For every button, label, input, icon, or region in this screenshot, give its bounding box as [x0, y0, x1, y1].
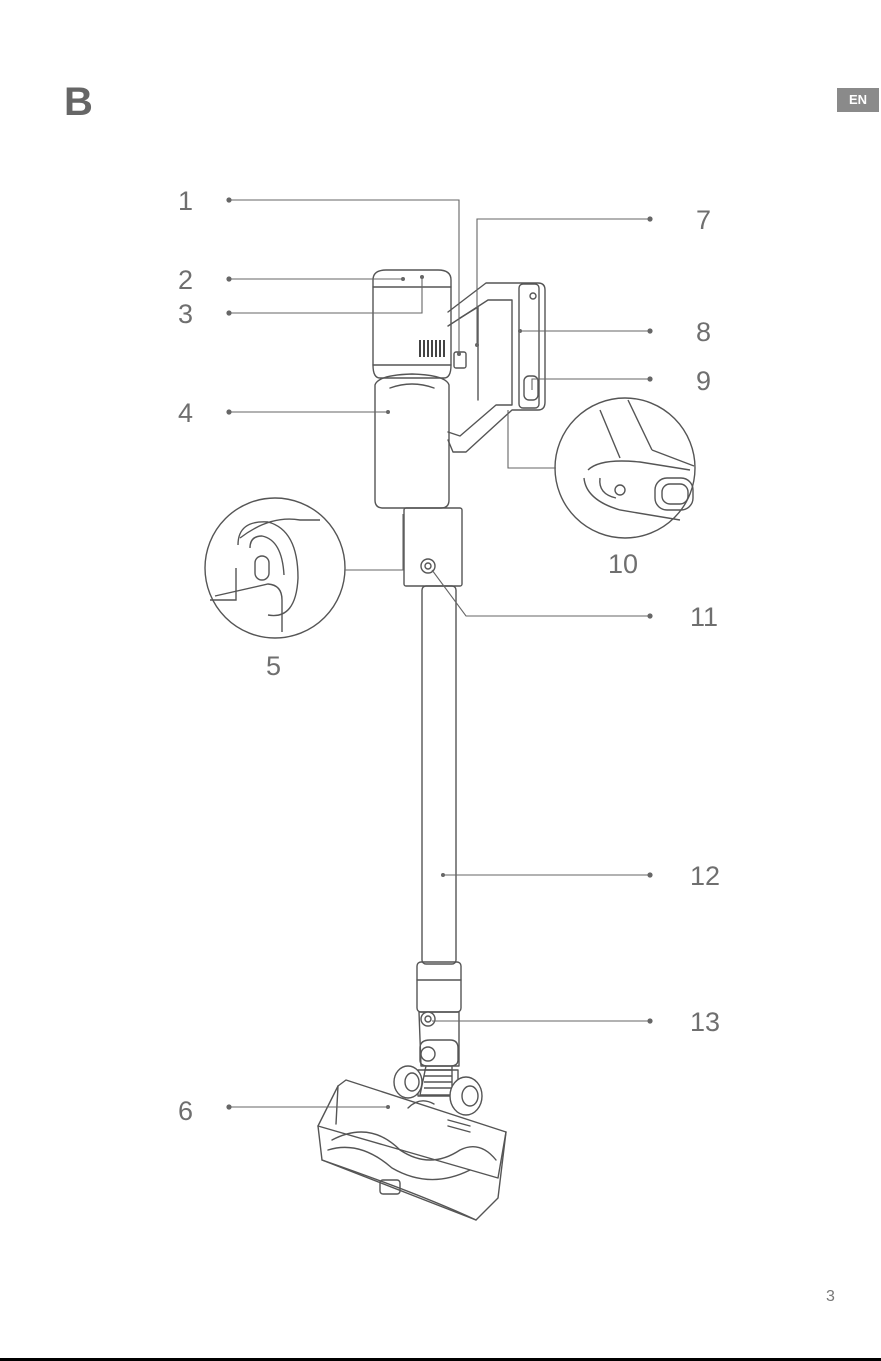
callout-3: 3: [178, 299, 193, 329]
callout-5: 5: [266, 651, 281, 681]
wheel-left-icon: [394, 1066, 422, 1098]
callout-11: 11: [690, 602, 718, 632]
leader-9: [532, 379, 650, 390]
callout-12: 12: [690, 861, 720, 891]
page-number: 3: [826, 1288, 835, 1306]
callout-6: 6: [178, 1096, 193, 1126]
callout-2: 2: [178, 265, 193, 295]
callout-1: 1: [178, 186, 193, 216]
vacuum-body: [373, 270, 462, 586]
wand-tube: [417, 586, 461, 1012]
handle-frame: [448, 283, 545, 452]
pipe-latch: [421, 1047, 435, 1061]
wheel-right-icon: [450, 1077, 482, 1115]
callout-9: 9: [696, 366, 711, 396]
floor-head: [318, 1012, 506, 1220]
callout-10: 10: [608, 549, 638, 579]
leader-1: [229, 200, 459, 354]
detail-circle-5: [205, 498, 345, 638]
callout-8: 8: [696, 317, 711, 347]
callout-4: 4: [178, 398, 193, 428]
leader-5: [345, 514, 403, 570]
detail-circle-10: [555, 398, 695, 538]
leader-7: [477, 219, 650, 345]
indicator-grille: [420, 340, 444, 357]
leader-10: [508, 410, 556, 468]
callout-13: 13: [690, 1007, 720, 1037]
joint-springs: [424, 1070, 452, 1088]
callout-7: 7: [696, 205, 711, 235]
leader-3: [229, 277, 422, 313]
